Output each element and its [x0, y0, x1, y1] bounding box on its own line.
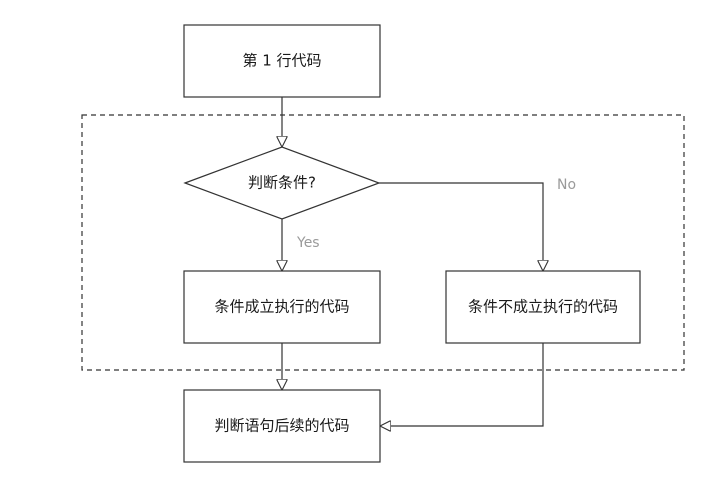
decision-node-label: 判断条件? — [248, 174, 316, 192]
start-node: 第 1 行代码 — [183, 24, 381, 98]
edge-false-to-after — [381, 343, 544, 426]
true-branch-node-label: 条件成立执行的代码 — [214, 298, 349, 316]
edge-decision-no — [379, 182, 543, 270]
decision-node: 判断条件? — [183, 146, 381, 220]
false-branch-node-label: 条件不成立执行的代码 — [468, 298, 618, 316]
true-branch-node: 条件成立执行的代码 — [183, 270, 381, 344]
yes-label: Yes — [296, 235, 320, 251]
after-node: 判断语句后续的代码 — [183, 389, 381, 463]
after-node-label: 判断语句后续的代码 — [214, 417, 349, 435]
start-node-label: 第 1 行代码 — [242, 52, 321, 70]
false-branch-node: 条件不成立执行的代码 — [445, 270, 641, 344]
if-block-region — [81, 114, 685, 371]
no-label: No — [557, 177, 576, 193]
